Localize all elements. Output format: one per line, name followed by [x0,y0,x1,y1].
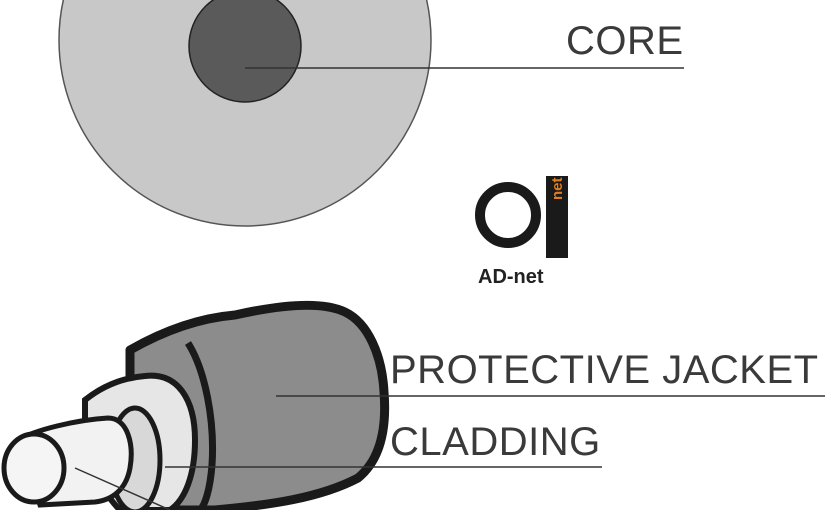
logo-bar [546,176,568,258]
core-circle [188,0,302,103]
logo-sub-text: net [549,177,566,201]
protective-jacket-label: PROTECTIVE JACKET [390,348,819,392]
logo-brand-text: AD-net [478,266,544,288]
core-label: CORE [566,19,684,63]
cross-section [58,0,684,227]
core-tip-end [1,431,67,505]
core-side-leader-line [74,467,171,510]
cable-side-view [1,300,825,510]
cladding-circle [58,0,432,227]
cladding-label: CLADDING [390,420,601,464]
logo-ring [475,182,541,248]
jacket-ridge [185,341,216,510]
ad-net-logo [475,176,568,258]
